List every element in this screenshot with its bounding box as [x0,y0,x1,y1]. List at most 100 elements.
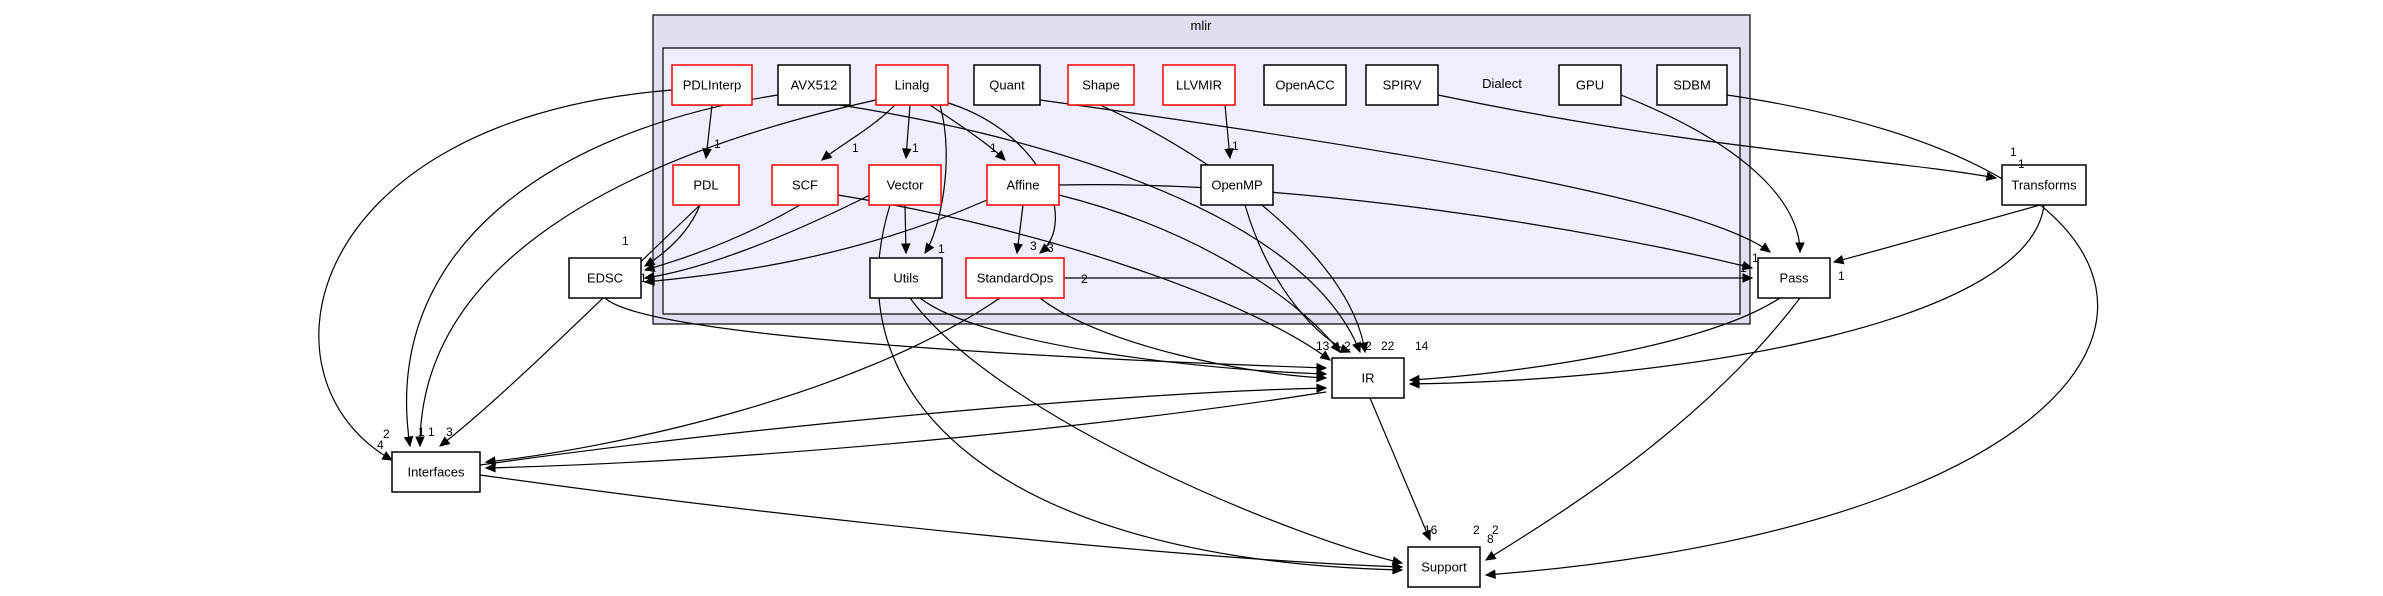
arrowhead [1484,569,1496,580]
edge-avx512-to-interfaces[interactable] [403,94,779,448]
edge-quant-to-pass[interactable] [1039,99,1771,253]
edge-spirv-to-transforms[interactable] [1437,94,1998,181]
edge-count-label: 1 [428,425,435,439]
edge-count-label: 8 [1487,532,1494,546]
node-spirv[interactable]: SPIRV [1365,64,1439,106]
edge-affine-to-standardops[interactable] [1013,204,1024,255]
node-box [869,257,943,299]
edge-ir-to-support[interactable] [1369,397,1431,542]
edges-layer [318,89,2099,580]
edge-line [485,297,1001,463]
node-scf[interactable]: SCF [771,164,839,206]
node-llvmir[interactable]: LLVMIR [1162,64,1236,106]
node-edsc[interactable]: EDSC [568,257,642,299]
node-openacc[interactable]: OpenACC [1263,64,1347,106]
edge-sdbm-to-support[interactable] [1484,94,2099,580]
node-label: Interfaces [407,464,465,479]
node-label: SDBM [1673,77,1711,92]
edge-count-label: 1 [2018,157,2025,171]
edge-line [1833,204,2041,263]
edge-scf-to-edsc[interactable] [643,204,801,273]
edge-count-label: 1 [640,271,647,285]
node-utils[interactable]: Utils [869,257,943,299]
edge-shape-to-ir[interactable] [1099,104,1369,354]
node-sdbm[interactable]: SDBM [1656,64,1728,106]
edge-count-label: 1 [622,234,629,248]
edge-line [1485,297,1801,561]
node-shape[interactable]: Shape [1067,64,1135,106]
arrowhead [484,463,496,473]
arrowhead [994,149,1006,161]
edge-count-label: 1 [912,141,919,155]
arrowhead [1795,242,1805,254]
node-label: StandardOps [977,270,1054,285]
edge-llvmir-to-openmp[interactable] [1224,104,1234,160]
node-gpu[interactable]: GPU [1558,64,1622,106]
edge-utils-to-support[interactable] [909,297,1404,566]
edge-standardops-to-pass[interactable] [1064,273,1754,283]
node-box [1757,257,1831,299]
edge-transforms-to-ir[interactable] [1408,204,2045,389]
arrowhead [643,262,656,273]
edge-line [909,297,1403,564]
node-label: Transforms [2011,177,2077,192]
node-box [1162,64,1236,106]
node-quant[interactable]: Quant [973,64,1041,106]
node-box [1263,64,1347,106]
edge-pdl-to-interfaces[interactable] [439,204,701,447]
arrowhead [1832,255,1845,265]
edge-standardops-to-ir[interactable] [1039,297,1328,383]
node-vector[interactable]: Vector [868,164,942,206]
edge-affine-to-ir[interactable] [1058,194,1341,353]
edge-pdlinterp-to-interfaces[interactable] [318,89,673,461]
edge-line [919,297,1327,375]
node-affine[interactable]: Affine [986,164,1060,206]
node-avx512[interactable]: AVX512 [777,64,851,106]
node-label: LLVMIR [1176,77,1222,92]
node-label: IR [1362,370,1375,385]
node-linalg[interactable]: Linalg [875,64,949,106]
edge-pdl-to-edsc[interactable] [643,204,701,267]
edge-affine-to-pass[interactable] [1058,184,1754,271]
edge-linalg-to-scf[interactable] [821,104,896,161]
edge-gpu-to-pass[interactable] [1620,94,1805,254]
edge-line [644,199,988,283]
edge-pdlinterp-to-pdl[interactable] [702,104,713,160]
edge-linalg-to-affine[interactable] [929,104,1006,161]
edge-transforms-to-pass[interactable] [1832,204,2041,265]
edge-interfaces-to-ir[interactable] [479,383,1328,466]
node-pass[interactable]: Pass [1757,257,1831,299]
edge-interfaces-to-support[interactable] [479,474,1404,572]
node-label: Utils [893,270,919,285]
edge-line [1039,99,1771,253]
arrowhead [1408,379,1420,389]
node-interfaces[interactable]: Interfaces [391,451,481,493]
node-ir[interactable]: IR [1331,357,1405,399]
edge-affine-to-edsc[interactable] [643,199,988,286]
node-pdl[interactable]: PDL [672,164,740,206]
node-pdlinterp[interactable]: PDLInterp [671,64,753,106]
edge-pass-to-support[interactable] [1484,297,1801,561]
arrowhead [1316,362,1328,373]
edge-line [479,387,1327,466]
arrowhead [1392,565,1404,575]
edge-ir-to-interfaces[interactable] [484,391,1327,473]
edge-vector-to-utils[interactable] [901,204,911,255]
edge-linalg-to-interfaces[interactable] [415,99,877,448]
edge-count-label: 2 [1344,339,1351,353]
arrowhead [1339,343,1352,353]
node-support[interactable]: Support [1407,546,1481,588]
edge-linalg-to-vector[interactable] [901,104,912,160]
edge-count-label: 1 [1740,261,1747,275]
node-standardops[interactable]: StandardOps [965,257,1065,299]
node-label: PDLInterp [683,77,742,92]
edge-avx512-to-ir[interactable] [839,104,1361,354]
arrowhead [1985,171,1998,181]
node-box [1656,64,1728,106]
edge-scf-to-ir[interactable] [837,194,1331,361]
edge-line [479,474,1403,568]
node-openmp[interactable]: OpenMP [1200,164,1274,206]
node-transforms[interactable]: Transforms [2001,164,2087,206]
edge-standardops-to-interfaces[interactable] [484,297,1001,466]
arrowhead [901,243,911,255]
